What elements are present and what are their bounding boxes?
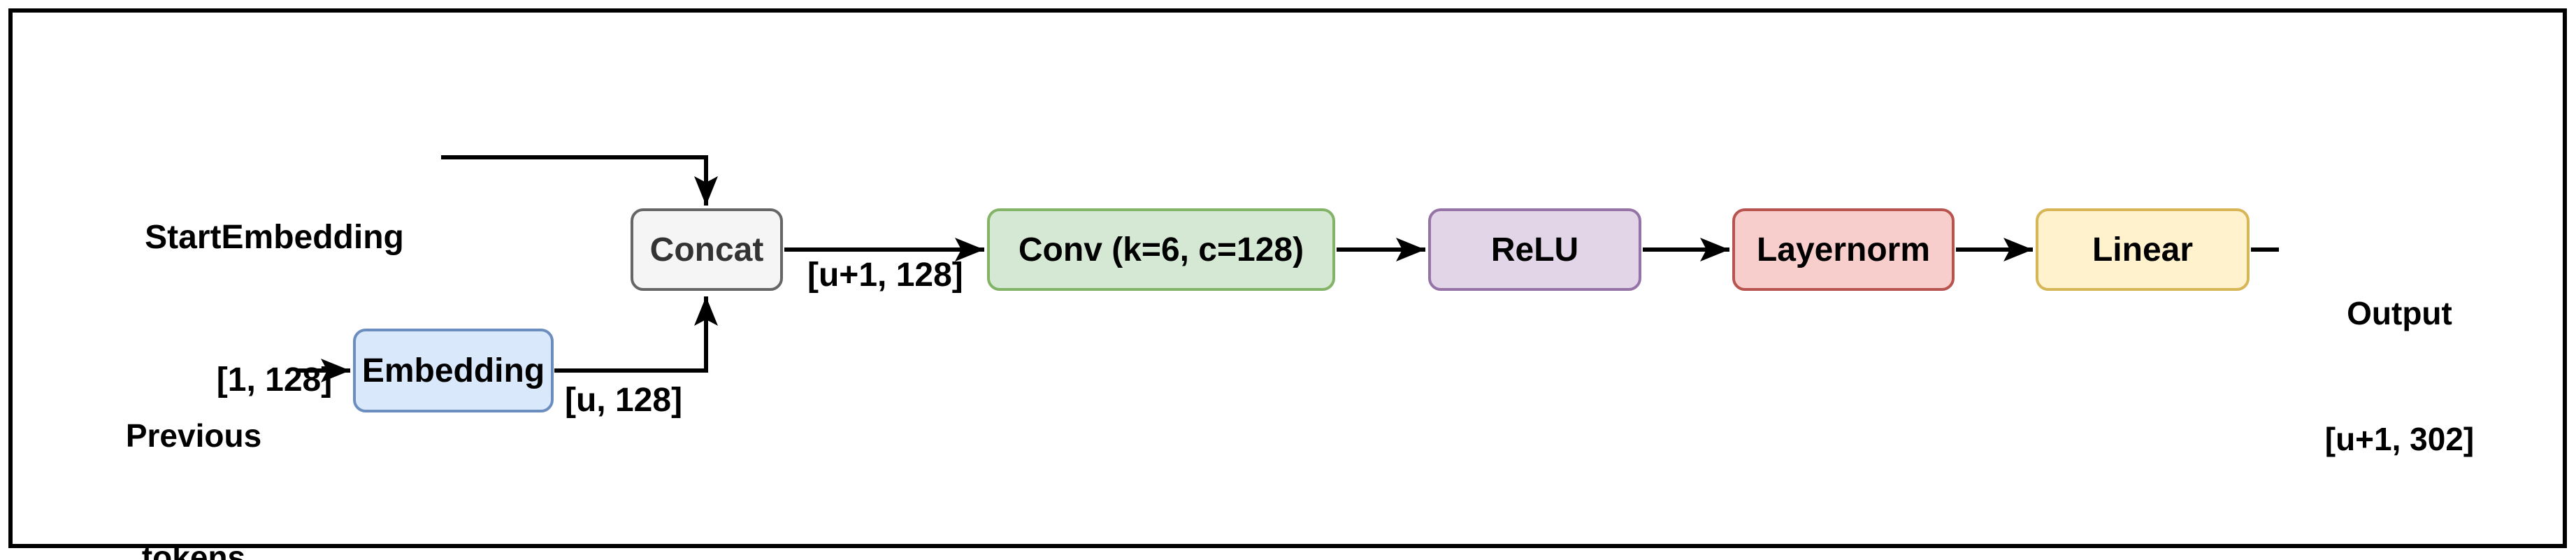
layernorm-node-label: Layernorm [1756, 231, 1931, 268]
previous-tokens-line1: Previous [125, 417, 262, 454]
concat-node-label: Concat [649, 231, 764, 268]
diagram-border-frame [8, 8, 2567, 548]
output-label: Output [u+1, 302] [2279, 208, 2520, 544]
concat-node: Concat [631, 208, 783, 291]
linear-node-label: Linear [2092, 231, 2194, 268]
edge-embedding-to-concat [554, 296, 718, 373]
start-embedding-input-label: StartEmbedding [1, 128] [112, 119, 437, 499]
output-name: Output [2347, 295, 2452, 331]
embedding-node: Embedding [353, 329, 554, 412]
start-embedding-name: StartEmbedding [145, 219, 404, 256]
conv-node-label: Conv (k=6, c=128) [1018, 231, 1304, 268]
previous-tokens-input-label: Previous tokens [u] [63, 334, 324, 560]
concat-output-shape-label: [u+1, 128] [807, 257, 963, 294]
linear-node: Linear [2036, 208, 2250, 291]
relu-node: ReLU [1428, 208, 1641, 291]
relu-node-label: ReLU [1490, 231, 1579, 268]
embedding-node-label: Embedding [361, 352, 545, 389]
edge-startembedding-to-concat [441, 155, 718, 206]
layernorm-node: Layernorm [1732, 208, 1955, 291]
embedding-output-shape-label: [u, 128] [565, 382, 683, 419]
output-shape: [u+1, 302] [2324, 421, 2475, 457]
conv-node: Conv (k=6, c=128) [987, 208, 1335, 291]
previous-tokens-line2: tokens [141, 539, 246, 560]
